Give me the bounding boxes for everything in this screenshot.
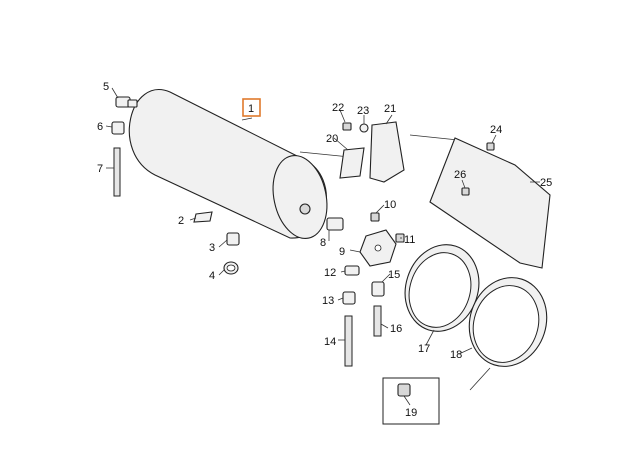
label-part-8[interactable]: 8: [320, 237, 326, 249]
label-part-13[interactable]: 13: [322, 295, 334, 307]
label-part-23[interactable]: 23: [357, 105, 369, 117]
label-part-3[interactable]: 3: [209, 242, 215, 254]
valve-block[interactable]: [359, 229, 397, 267]
inset-box[interactable]: [382, 377, 440, 425]
pipe-14[interactable]: [344, 315, 353, 367]
label-part-2[interactable]: 2: [178, 215, 184, 227]
nut[interactable]: [111, 121, 125, 135]
label-part-20[interactable]: 20: [326, 133, 338, 145]
label-part-5[interactable]: 5: [103, 81, 109, 93]
strap-band-18[interactable]: [458, 267, 558, 391]
bolt-22[interactable]: [342, 122, 352, 131]
nut-15[interactable]: [371, 281, 385, 297]
pipe-16[interactable]: [373, 305, 382, 337]
o-ring[interactable]: [223, 261, 239, 275]
label-part-26[interactable]: 26: [454, 169, 466, 181]
label-part-22[interactable]: 22: [332, 102, 344, 114]
label-part-9[interactable]: 9: [339, 246, 345, 258]
label-part-10[interactable]: 10: [384, 199, 396, 211]
label-part-14[interactable]: 14: [324, 336, 336, 348]
drain-plug[interactable]: [226, 232, 240, 246]
label-part-19[interactable]: 19: [405, 407, 417, 419]
label-plate[interactable]: [193, 211, 213, 223]
elbow-12[interactable]: [344, 265, 360, 276]
tank[interactable]: [128, 89, 334, 244]
screw-24[interactable]: [486, 142, 495, 151]
label-part-6[interactable]: 6: [97, 121, 103, 133]
label-part-1[interactable]: 1: [248, 103, 254, 115]
bolt-10[interactable]: [370, 212, 380, 222]
label-part-15[interactable]: 15: [388, 269, 400, 281]
nut-13[interactable]: [342, 291, 356, 305]
bracket[interactable]: [369, 121, 405, 183]
washer-23[interactable]: [359, 123, 369, 133]
label-part-21[interactable]: 21: [384, 103, 396, 115]
pipe-7[interactable]: [113, 147, 121, 197]
screw-26[interactable]: [461, 187, 470, 196]
label-part-24[interactable]: 24: [490, 124, 502, 136]
highlight-box: [242, 98, 261, 117]
elbow-fitting[interactable]: [115, 96, 138, 108]
label-part-16[interactable]: 16: [390, 323, 402, 335]
strap-band-17[interactable]: [394, 235, 490, 341]
bracket-plate[interactable]: [339, 147, 365, 179]
label-part-7[interactable]: 7: [97, 163, 103, 175]
label-part-25[interactable]: 25: [540, 177, 552, 189]
adapter[interactable]: [326, 217, 344, 231]
mounting-plate[interactable]: [429, 137, 551, 269]
label-part-17[interactable]: 17: [418, 343, 430, 355]
label-part-12[interactable]: 12: [324, 267, 336, 279]
label-part-4[interactable]: 4: [209, 270, 215, 282]
label-part-11[interactable]: 11: [404, 234, 415, 246]
label-part-18[interactable]: 18: [450, 349, 462, 361]
